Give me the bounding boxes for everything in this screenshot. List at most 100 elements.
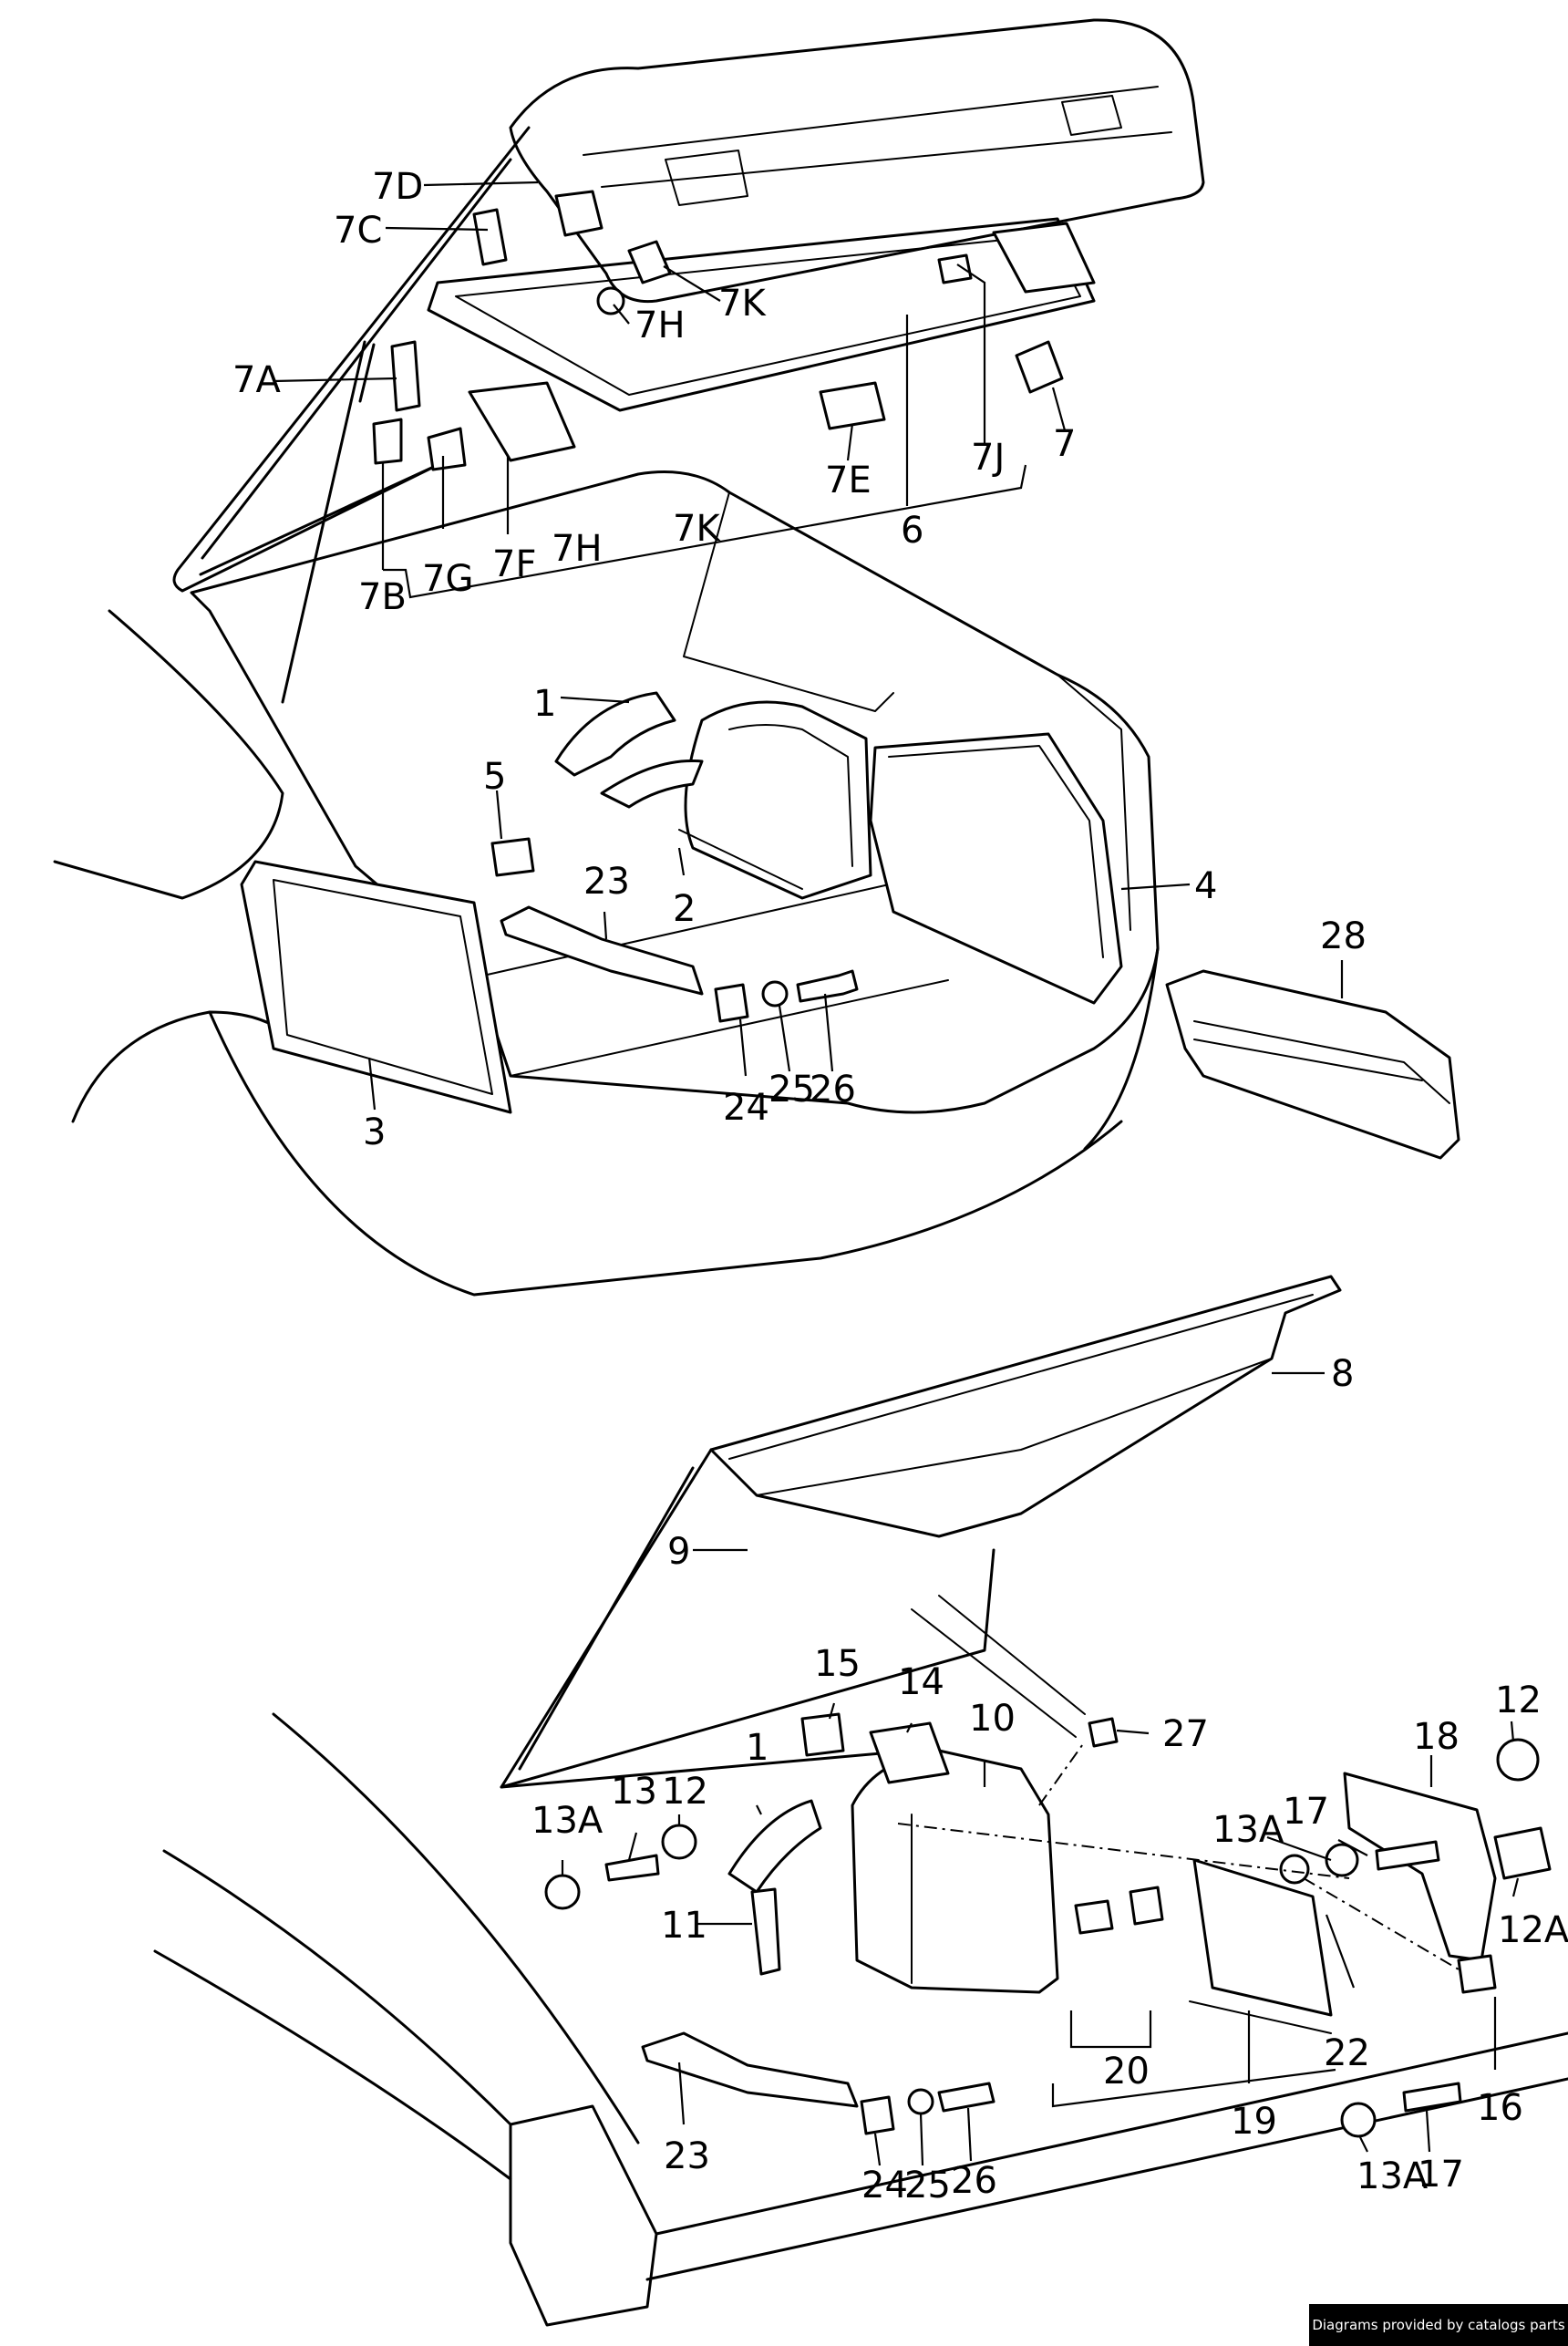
callout-16: 16: [1477, 2087, 1523, 2129]
callout-5: 5: [483, 756, 506, 798]
callout-12: 12: [662, 1771, 708, 1813]
callout-19: 19: [1231, 2101, 1277, 2143]
callout-7K: 7K: [673, 508, 721, 550]
callout-26: 26: [951, 2160, 997, 2202]
clip-16: [1457, 1954, 1497, 1994]
callout-7C: 7C: [334, 210, 382, 252]
callout-13A: 13A: [1212, 1809, 1284, 1851]
callout-11: 11: [661, 1905, 707, 1947]
screw-17-top: [1375, 1840, 1440, 1871]
callout-14: 14: [898, 1661, 944, 1703]
callout-12: 12: [1495, 1679, 1542, 1721]
tailgate-lid: [509, 18, 1205, 304]
trim-18: [1343, 1772, 1497, 1962]
callout-7K: 7K: [718, 283, 767, 325]
clip-24-top: [714, 983, 749, 1023]
clip-7J: [937, 253, 973, 284]
bracket-7F: [468, 381, 576, 462]
callout-17: 17: [1283, 1791, 1329, 1833]
clip-12A: [1493, 1826, 1552, 1880]
clip-7: [1015, 340, 1064, 394]
callout-7D: 7D: [372, 166, 423, 208]
callout-7A: 7A: [232, 359, 281, 401]
screw-17-bot: [1402, 2082, 1462, 2113]
callout-4: 4: [1194, 865, 1217, 907]
callout-6: 6: [901, 510, 923, 552]
screw-11: [750, 1887, 781, 1976]
side-trim-panel-right: [869, 732, 1123, 1005]
plug-13A-left: [544, 1874, 581, 1910]
callout-13A: 13A: [531, 1800, 603, 1842]
plug-13A-mid: [1325, 1843, 1359, 1877]
callout-1: 1: [746, 1727, 769, 1769]
callout-2: 2: [673, 888, 696, 930]
bracket-23-bot: [641, 2031, 859, 2108]
callout-25: 25: [769, 1069, 815, 1111]
callout-13A: 13A: [1357, 2155, 1429, 2197]
tailgate-inner-frame: [427, 217, 1096, 412]
cover-trim-piece-lower: [727, 1799, 822, 1894]
washer-25-bot: [907, 2088, 934, 2115]
parcel-shelf-8: [709, 1275, 1342, 1538]
handle-7E: [819, 381, 886, 430]
callout-24: 24: [861, 2165, 908, 2206]
callout-23: 23: [583, 861, 630, 903]
callout-18: 18: [1413, 1716, 1460, 1758]
light-6: [992, 222, 1096, 294]
callout-7E: 7E: [825, 460, 872, 501]
callout-10: 10: [969, 1698, 1016, 1740]
callout-leaders: [273, 181, 1520, 2166]
callout-24: 24: [723, 1087, 769, 1129]
clip-7K-top: [627, 240, 672, 284]
wheelhouse-10: [851, 1749, 1059, 1994]
callout-9: 9: [667, 1531, 690, 1573]
callout-1: 1: [533, 683, 556, 725]
callout-7G: 7G: [422, 558, 473, 600]
callout-7H: 7H: [634, 305, 686, 346]
callout-15: 15: [814, 1643, 861, 1685]
callout-7F: 7F: [492, 543, 536, 585]
bracket-7D: [554, 190, 603, 237]
bracket-15: [800, 1712, 845, 1757]
callout-12A: 12A: [1498, 1909, 1568, 1951]
side-trim-panel-left: [240, 860, 512, 1114]
clip-7B: [372, 418, 403, 465]
callout-26: 26: [810, 1069, 856, 1111]
rear-light-housing: [509, 2104, 658, 2327]
screw-13: [604, 1854, 660, 1882]
callout-labels: 7D 7C 7K 7H 7A 7 7J 7E 6 7K 7H 7F 7G 7B …: [232, 166, 1568, 2206]
callout-7J: 7J: [971, 437, 1005, 479]
screw-26-bot: [937, 2082, 995, 2113]
trim-panel-19: [1192, 1858, 1333, 2017]
callout-20: 20: [1103, 2051, 1150, 2093]
credit-banner: Diagrams provided by catalogs parts: [1309, 2304, 1568, 2346]
callout-27: 27: [1162, 1713, 1209, 1755]
callout-8: 8: [1331, 1353, 1354, 1395]
clip-12-left: [661, 1824, 697, 1860]
cover-trim-piece: [554, 691, 676, 777]
tailgate-left-frame: [172, 126, 531, 593]
callout-17: 17: [1418, 2154, 1464, 2196]
clip-24-bot: [860, 2095, 895, 2135]
plug-13A-bot: [1340, 2102, 1377, 2138]
callout-23: 23: [664, 2135, 710, 2177]
clip-7A: [390, 340, 421, 412]
tailgate-upper-assembly: [53, 18, 1460, 1297]
bracket-23-top: [500, 905, 704, 996]
callout-7B: 7B: [358, 576, 407, 618]
clip-5: [490, 837, 535, 877]
storage-tray-28: [1165, 969, 1460, 1160]
washer-25-top: [761, 980, 789, 1008]
clip-20: [1074, 1899, 1114, 1935]
callout-22: 22: [1324, 2032, 1370, 2074]
callout-25: 25: [904, 2165, 951, 2206]
washer-22: [1279, 1854, 1310, 1885]
callout-13: 13: [611, 1771, 657, 1813]
wheelhouse-trim: [684, 700, 872, 900]
gas-strut: [281, 340, 366, 704]
clip-7G: [427, 427, 467, 471]
callout-3: 3: [363, 1111, 386, 1153]
bracket-7C: [472, 208, 508, 266]
cap-27: [1088, 1717, 1119, 1748]
